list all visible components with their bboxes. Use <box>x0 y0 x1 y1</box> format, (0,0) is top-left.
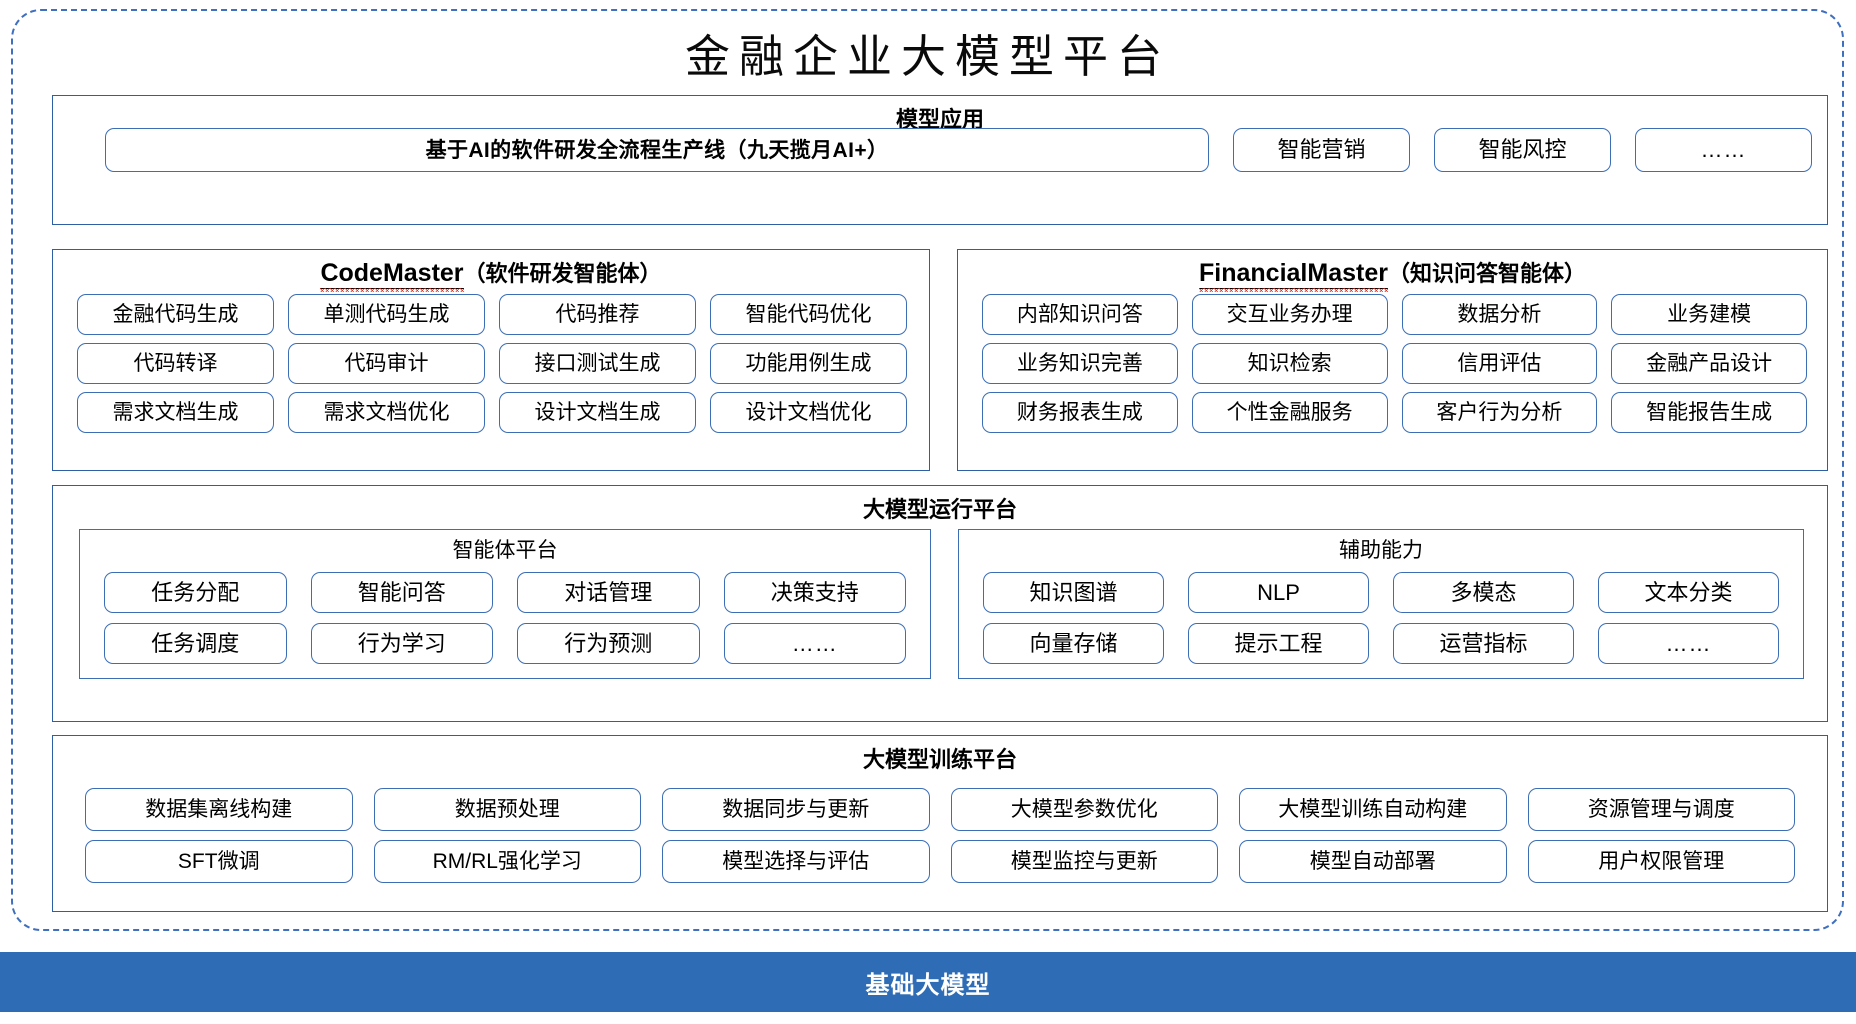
chip-code-11[interactable]: 设计文档优化 <box>710 392 907 433</box>
chip-train-6[interactable]: SFT微调 <box>85 840 353 883</box>
section-training-platform: 大模型训练平台 数据集离线构建 数据预处理 数据同步与更新 大模型参数优化 大模… <box>52 735 1828 912</box>
chip-aux-4[interactable]: 向量存储 <box>983 623 1164 664</box>
chip-fin-0[interactable]: 内部知识问答 <box>982 294 1178 335</box>
section-title-codemaster: CodeMaster（软件研发智能体） <box>53 258 929 292</box>
chip-train-2[interactable]: 数据同步与更新 <box>662 788 930 831</box>
chip-code-4[interactable]: 代码转译 <box>77 343 274 384</box>
chip-aux-2[interactable]: 多模态 <box>1393 572 1574 613</box>
model-application-item-row: 基于AI的软件研发全流程生产线（九天揽月AI+） 智能营销 智能风控 …… <box>105 128 1813 172</box>
chip-train-11[interactable]: 用户权限管理 <box>1527 840 1795 883</box>
chip-train-8[interactable]: 模型选择与评估 <box>662 840 930 883</box>
chip-code-6[interactable]: 接口测试生成 <box>499 343 696 384</box>
chip-fin-9[interactable]: 个性金融服务 <box>1191 392 1388 433</box>
base-model-label: 基础大模型 <box>865 971 991 999</box>
chip-agentplat-4[interactable]: 任务调度 <box>104 623 287 664</box>
agent-subtitle-financialmaster: （知识问答智能体） <box>1387 261 1586 286</box>
section-codemaster-agent: CodeMaster（软件研发智能体） 金融代码生成 单测代码生成 代码推荐 智… <box>52 249 930 471</box>
section-financialmaster-agent: FinancialMaster（知识问答智能体） 内部知识问答 交互业务办理 数… <box>957 249 1828 471</box>
chip-train-3[interactable]: 大模型参数优化 <box>950 788 1218 831</box>
chip-fin-4[interactable]: 业务知识完善 <box>982 343 1178 384</box>
codemaster-capability-grid: 金融代码生成 单测代码生成 代码推荐 智能代码优化 代码转译 代码审计 接口测试… <box>77 294 907 433</box>
chip-fin-6[interactable]: 信用评估 <box>1401 343 1598 384</box>
chip-agentplat-more[interactable]: …… <box>723 623 906 664</box>
chip-code-5[interactable]: 代码审计 <box>288 343 485 384</box>
agent-platform-capability-grid: 任务分配 智能问答 对话管理 决策支持 任务调度 行为学习 行为预测 …… <box>104 572 906 664</box>
chip-fin-7[interactable]: 金融产品设计 <box>1611 343 1807 384</box>
chip-ai-software-pipeline[interactable]: 基于AI的软件研发全流程生产线（九天揽月AI+） <box>105 128 1209 172</box>
auxiliary-capability-grid: 知识图谱 NLP 多模态 文本分类 向量存储 提示工程 运营指标 …… <box>983 572 1779 664</box>
platform-outer-frame <box>11 9 1844 931</box>
page-title: 金融企业大模型平台 <box>684 32 1171 82</box>
section-title-runtime-platform: 大模型运行平台 <box>862 497 1017 522</box>
subsection-title-agent-platform: 智能体平台 <box>452 539 558 562</box>
chip-aux-5[interactable]: 提示工程 <box>1188 623 1369 664</box>
chip-aux-1[interactable]: NLP <box>1188 572 1369 613</box>
chip-code-0[interactable]: 金融代码生成 <box>77 294 274 335</box>
chip-fin-11[interactable]: 智能报告生成 <box>1611 392 1807 433</box>
chip-aux-more[interactable]: …… <box>1598 623 1779 664</box>
section-model-application: 模型应用 基于AI的软件研发全流程生产线（九天揽月AI+） 智能营销 智能风控 … <box>52 95 1828 225</box>
chip-agentplat-1[interactable]: 智能问答 <box>310 572 493 613</box>
chip-code-2[interactable]: 代码推荐 <box>499 294 696 335</box>
agent-name-financialmaster: FinancialMaster <box>1199 259 1388 292</box>
chip-agentplat-2[interactable]: 对话管理 <box>517 572 700 613</box>
chip-agentplat-0[interactable]: 任务分配 <box>104 572 287 613</box>
chip-fin-10[interactable]: 客户行为分析 <box>1401 392 1598 433</box>
chip-more-applications[interactable]: …… <box>1635 128 1812 172</box>
chip-code-8[interactable]: 需求文档生成 <box>77 392 274 433</box>
chip-train-9[interactable]: 模型监控与更新 <box>950 840 1218 883</box>
chip-fin-1[interactable]: 交互业务办理 <box>1191 294 1388 335</box>
chip-agentplat-3[interactable]: 决策支持 <box>723 572 906 613</box>
chip-fin-8[interactable]: 财务报表生成 <box>982 392 1178 433</box>
section-title-financialmaster: FinancialMaster（知识问答智能体） <box>958 258 1827 292</box>
financialmaster-capability-grid: 内部知识问答 交互业务办理 数据分析 业务建模 业务知识完善 知识检索 信用评估… <box>982 294 1807 433</box>
section-title-model-application: 模型应用 <box>895 107 984 132</box>
section-runtime-platform: 大模型运行平台 智能体平台 任务分配 智能问答 对话管理 决策支持 任务调度 行… <box>52 485 1828 722</box>
chip-fin-3[interactable]: 业务建模 <box>1611 294 1807 335</box>
section-title-training-platform: 大模型训练平台 <box>862 747 1017 772</box>
chip-code-3[interactable]: 智能代码优化 <box>710 294 907 335</box>
chip-code-10[interactable]: 设计文档生成 <box>499 392 696 433</box>
chip-train-4[interactable]: 大模型训练自动构建 <box>1239 788 1507 831</box>
agent-name-codemaster: CodeMaster <box>320 259 464 292</box>
chip-aux-6[interactable]: 运营指标 <box>1393 623 1574 664</box>
subsection-auxiliary-capability: 辅助能力 知识图谱 NLP 多模态 文本分类 向量存储 提示工程 运营指标 …… <box>958 529 1804 679</box>
chip-train-7[interactable]: RM/RL强化学习 <box>373 840 641 883</box>
chip-fin-2[interactable]: 数据分析 <box>1401 294 1598 335</box>
base-model-bar: 基础大模型 <box>0 952 1856 1012</box>
chip-aux-0[interactable]: 知识图谱 <box>983 572 1164 613</box>
chip-code-7[interactable]: 功能用例生成 <box>710 343 907 384</box>
chip-agentplat-6[interactable]: 行为预测 <box>517 623 700 664</box>
chip-smart-marketing[interactable]: 智能营销 <box>1233 128 1410 172</box>
training-platform-capability-grid: 数据集离线构建 数据预处理 数据同步与更新 大模型参数优化 大模型训练自动构建 … <box>85 788 1795 883</box>
chip-code-9[interactable]: 需求文档优化 <box>288 392 485 433</box>
chip-train-1[interactable]: 数据预处理 <box>373 788 641 831</box>
chip-train-5[interactable]: 资源管理与调度 <box>1527 788 1795 831</box>
chip-train-10[interactable]: 模型自动部署 <box>1239 840 1507 883</box>
chip-aux-3[interactable]: 文本分类 <box>1598 572 1779 613</box>
subsection-agent-platform: 智能体平台 任务分配 智能问答 对话管理 决策支持 任务调度 行为学习 行为预测… <box>79 529 931 679</box>
agent-subtitle-codemaster: （软件研发智能体） <box>463 261 662 286</box>
chip-code-1[interactable]: 单测代码生成 <box>288 294 485 335</box>
chip-agentplat-5[interactable]: 行为学习 <box>310 623 493 664</box>
chip-smart-risk-control[interactable]: 智能风控 <box>1434 128 1611 172</box>
chip-train-0[interactable]: 数据集离线构建 <box>85 788 353 831</box>
chip-fin-5[interactable]: 知识检索 <box>1191 343 1388 384</box>
subsection-title-auxiliary-capability: 辅助能力 <box>1339 539 1423 562</box>
